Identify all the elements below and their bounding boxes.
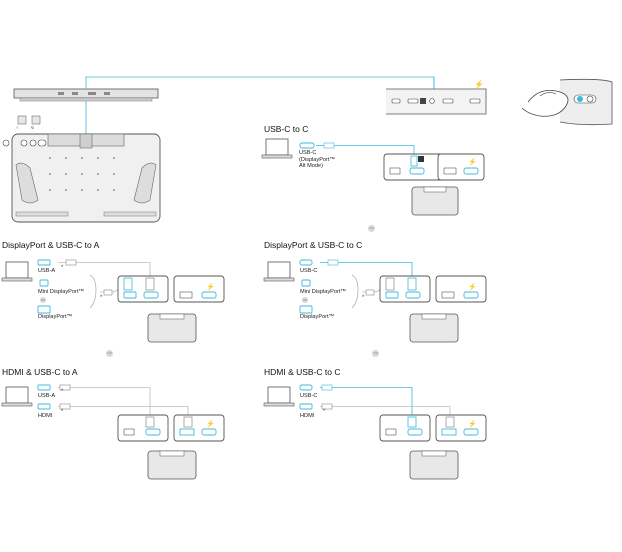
diagram-dp-usbc-to-c: ⚡ <box>263 259 487 343</box>
footnote-star: * <box>61 409 64 415</box>
hand-button-illustration <box>521 78 613 126</box>
footnote-star: * <box>323 409 326 415</box>
port-label-mini-displayport: Mini DisplayPort™ <box>300 289 347 295</box>
diagram-hdmi-usbc-to-c: ⚡ <box>263 384 487 480</box>
power-icon: ⚡ <box>474 79 484 89</box>
diagram-usbc-to-c: ⚡ <box>261 138 485 216</box>
svg-text:⚡: ⚡ <box>468 282 477 291</box>
or-separator-1: OR <box>368 225 375 232</box>
or-separator-3: OR <box>372 350 379 357</box>
device-overview: ⚡ <box>2 76 613 223</box>
section-title-dp-usbc-to-c: DisplayPort & USB-C to C <box>264 240 363 250</box>
svg-text:⚡: ⚡ <box>468 419 477 428</box>
svg-text:⚡: ⚡ <box>206 282 215 291</box>
port-label-usbc: USB-C <box>300 393 318 399</box>
laptop-icon <box>5 386 29 404</box>
button-label-2: ↻ <box>31 125 35 130</box>
footnote-star: * <box>100 295 103 301</box>
footnote-star: * <box>61 265 64 271</box>
or-badge: OR <box>302 297 308 303</box>
footnote-star: * <box>362 295 365 301</box>
or-separator-2: OR <box>106 350 113 357</box>
section-title-hdmi-usbc-to-a: HDMI & USB-C to A <box>2 367 78 377</box>
port-label-mini-displayport: Mini DisplayPort™ <box>38 289 85 295</box>
or-badge: OR <box>40 297 46 303</box>
section-title-usbc-to-c: USB-C to C <box>264 124 309 134</box>
port-label-usbc: USB-C <box>300 268 318 274</box>
laptop-icon <box>5 261 29 279</box>
laptop-icon <box>265 138 289 156</box>
port-label-displayport: DisplayPort™ <box>38 314 73 320</box>
section-title-hdmi-usbc-to-c: HDMI & USB-C to C <box>264 367 341 377</box>
footnote-star: * <box>61 389 64 395</box>
diagram-hdmi-usbc-to-a: ⚡ <box>1 384 225 480</box>
laptop-icon <box>267 386 291 404</box>
port-label-usba: USB-A <box>38 393 56 399</box>
section-title-dp-usbc-to-a: DisplayPort & USB-C to A <box>2 240 100 250</box>
laptop-icon <box>267 261 291 279</box>
port-label-displayport: DisplayPort™ <box>300 314 335 320</box>
port-label-usbc-altmode: USB-C (DisplayPort™ Alt Mode) <box>299 150 336 169</box>
tablet-back-view <box>2 115 161 223</box>
port-label-usba: USB-A <box>38 268 56 274</box>
diagram-dp-usbc-to-a: ⚡ <box>1 259 225 343</box>
svg-text:⚡: ⚡ <box>206 419 215 428</box>
tablet-top-view <box>13 88 159 102</box>
svg-text:⚡: ⚡ <box>468 157 477 166</box>
port-strip-zoom: ⚡ <box>386 79 487 115</box>
button-label-1: ↑ <box>16 125 18 130</box>
power-button-icon <box>2 139 10 147</box>
port-label-hdmi: HDMI <box>300 413 315 419</box>
port-label-hdmi: HDMI <box>38 413 53 419</box>
